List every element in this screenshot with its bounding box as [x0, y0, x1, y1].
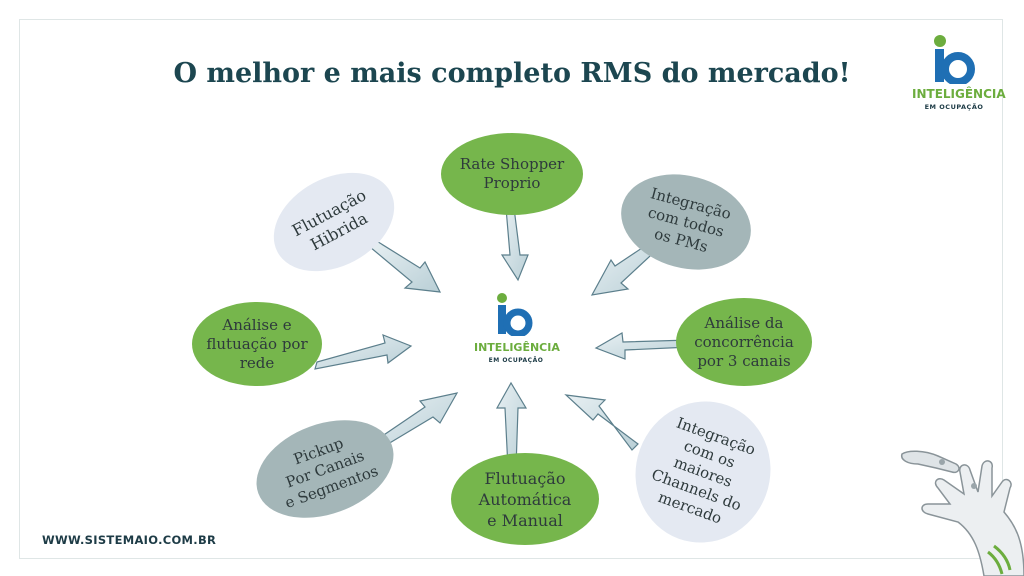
arrow-from-integracao-channels [564, 394, 639, 451]
arrow-from-analise-rede [314, 334, 413, 370]
bubble-label: Flutuação Hibrida [288, 185, 371, 255]
arrow-from-rate-shopper [500, 207, 529, 282]
bubble-label: Flutuação Automática e Manual [478, 468, 572, 530]
bubble-label: Rate Shopper Proprio [459, 155, 565, 192]
bubble-label: Análise da concorrência por 3 canais [694, 313, 794, 370]
brand-name: INTELIGÊNCIA [912, 87, 1006, 101]
brand-name-center: INTELIGÊNCIA [474, 341, 560, 354]
bubble-analise-rede: Análise e flutuação por rede [192, 302, 322, 386]
bubble-flutuacao-automatica: Flutuação Automática e Manual [451, 453, 599, 545]
robot-hand-illustration [900, 450, 1024, 576]
bubble-analise-concorrencia: Análise da concorrência por 3 canais [676, 298, 812, 386]
logo-mark-icon [934, 35, 975, 84]
slide-title: O melhor e mais completo RMS do mercado! [173, 58, 851, 89]
bubble-rate-shopper: Rate Shopper Proprio [441, 133, 583, 215]
slide-frame [19, 19, 1003, 559]
bubble-label: Integração com todos os PMs [646, 183, 734, 256]
logo-mark-icon [497, 293, 533, 336]
bubble-label: Integração com os maiores Channels do me… [649, 413, 759, 528]
brand-subtitle: EM OCUPAÇÃO [924, 103, 984, 111]
website-url: WWW.SISTEMAIO.COM.BR [42, 533, 217, 547]
arrow-from-flutuacao-hibrida [369, 239, 442, 293]
brand-subtitle-center: EM OCUPAÇÃO [488, 357, 544, 364]
bubble-label: Análise e flutuação por rede [206, 315, 308, 372]
